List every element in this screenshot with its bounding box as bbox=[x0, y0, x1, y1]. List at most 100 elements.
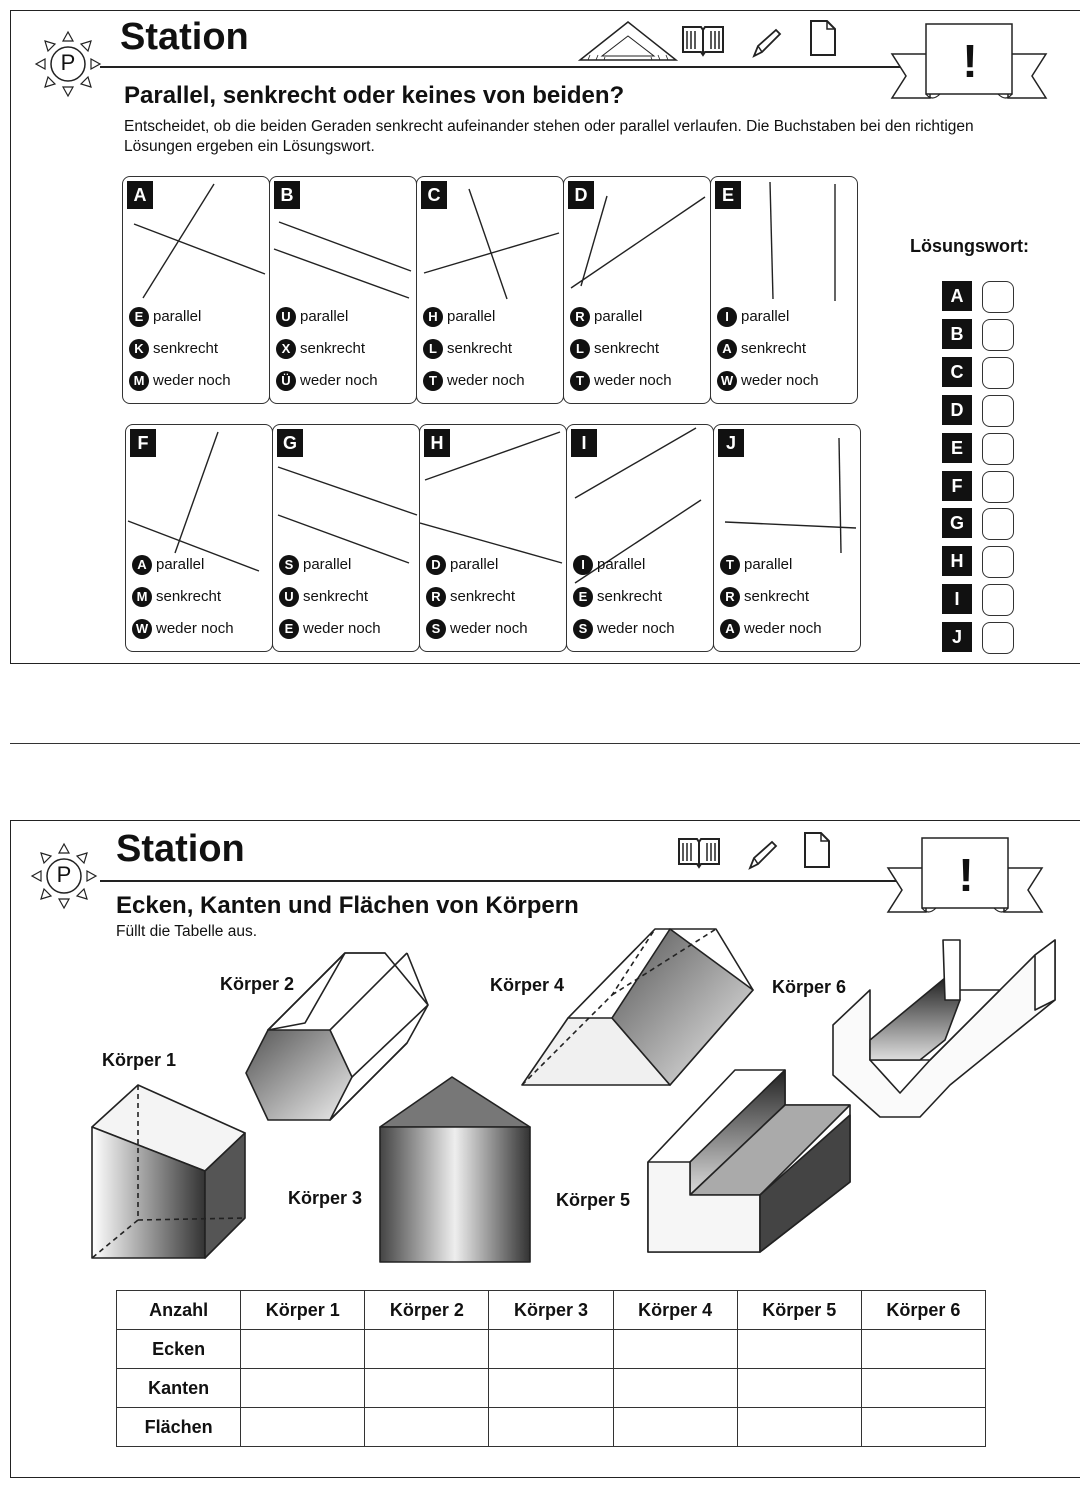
table-row: Kanten bbox=[115, 1368, 987, 1408]
table-input-cell[interactable] bbox=[488, 1368, 614, 1408]
alert-mark: ! bbox=[962, 35, 978, 87]
table-input-cell[interactable] bbox=[612, 1407, 738, 1447]
pencil-icon bbox=[752, 28, 782, 58]
answer-letter: D bbox=[426, 555, 446, 576]
task-instruction: Füllt die Tabelle aus. bbox=[116, 923, 258, 940]
line-pair bbox=[420, 431, 563, 564]
body-label-4: Körper 4 bbox=[490, 975, 565, 995]
answer-text: weder noch bbox=[156, 620, 234, 638]
table-row-header: Flächen bbox=[115, 1407, 242, 1447]
body-label-5: Körper 5 bbox=[556, 1190, 631, 1210]
exclamation-banner-icon bbox=[890, 23, 1048, 99]
solution-answer-box[interactable] bbox=[982, 546, 1014, 579]
solution-answer-box[interactable] bbox=[982, 394, 1014, 427]
solution-answer-box[interactable] bbox=[982, 432, 1014, 465]
table-input-cell[interactable] bbox=[736, 1407, 862, 1447]
answer-letter: A bbox=[132, 555, 152, 576]
solution-answer-box[interactable] bbox=[982, 281, 1014, 313]
table-column-header: Körper 2 bbox=[364, 1290, 490, 1330]
worksheet-parallel bbox=[10, 10, 1080, 664]
table-input-cell[interactable] bbox=[736, 1329, 862, 1369]
answer-text: parallel bbox=[303, 556, 352, 574]
solution-card-letter: J bbox=[942, 622, 972, 653]
table-input-cell[interactable] bbox=[612, 1368, 738, 1408]
straight-line-2 bbox=[277, 514, 410, 564]
solution-answer-box[interactable] bbox=[982, 470, 1014, 503]
table-input-cell[interactable] bbox=[240, 1407, 366, 1447]
table-input-cell[interactable] bbox=[860, 1407, 987, 1447]
sun-badge-icon bbox=[34, 30, 102, 98]
answer-text: parallel bbox=[153, 308, 202, 326]
task-title: Parallel, senkrecht oder keines von beid… bbox=[124, 82, 625, 109]
answer-letter: E bbox=[573, 587, 593, 608]
table-row: Ecken bbox=[115, 1329, 987, 1369]
table-input-cell[interactable] bbox=[488, 1329, 614, 1369]
table-input-cell[interactable] bbox=[612, 1329, 738, 1369]
answer-letter: S bbox=[279, 555, 299, 576]
table-input-cell[interactable] bbox=[488, 1407, 614, 1447]
line-pair bbox=[277, 466, 418, 564]
solution-answer-box[interactable] bbox=[982, 622, 1014, 655]
answer-letter: I bbox=[573, 555, 593, 576]
table-input-cell[interactable] bbox=[860, 1368, 987, 1408]
header-rule-2 bbox=[100, 880, 955, 882]
answer-text: senkrecht bbox=[447, 340, 513, 358]
document-icon bbox=[804, 832, 830, 868]
solution-answer-box[interactable] bbox=[982, 356, 1014, 389]
solution-answer-box[interactable] bbox=[982, 318, 1014, 351]
straight-line-2 bbox=[423, 232, 560, 274]
table-input-cell[interactable] bbox=[364, 1368, 490, 1408]
table-input-cell[interactable] bbox=[240, 1329, 366, 1369]
solution-answer-box[interactable] bbox=[982, 508, 1014, 541]
card-label: J bbox=[718, 429, 744, 457]
body-3-shape bbox=[379, 1076, 531, 1263]
table-input-cell[interactable] bbox=[364, 1329, 490, 1369]
table-input-cell[interactable] bbox=[860, 1329, 987, 1369]
table-input-cell[interactable] bbox=[736, 1368, 862, 1408]
answer-letter: L bbox=[423, 339, 443, 360]
answer-text: senkrecht bbox=[153, 340, 219, 358]
sun-badge-icon bbox=[30, 842, 98, 910]
line-pair bbox=[769, 181, 836, 301]
solids-illustration bbox=[91, 928, 1056, 1263]
answer-letter: I bbox=[717, 307, 737, 328]
solution-answer-box[interactable] bbox=[982, 584, 1014, 617]
alert-mark: ! bbox=[958, 849, 974, 901]
table-input-cell[interactable] bbox=[364, 1407, 490, 1447]
answer-text: senkrecht bbox=[741, 340, 807, 358]
table-input-cell[interactable] bbox=[240, 1368, 366, 1408]
